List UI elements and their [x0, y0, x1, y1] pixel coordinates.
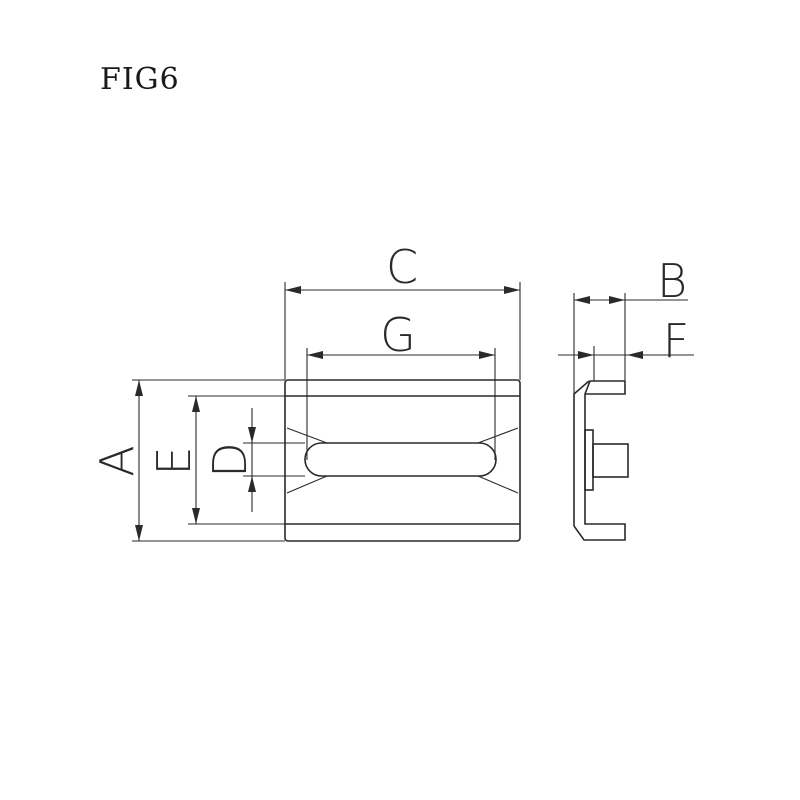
arrow-head — [285, 286, 301, 294]
dimension-label-b: B — [657, 254, 687, 308]
dimension-d: D — [203, 408, 305, 512]
dimension-label-c: C — [386, 240, 418, 294]
dimension-label-d: D — [203, 442, 257, 477]
chamfer-line — [477, 475, 519, 494]
arrow-head — [504, 286, 520, 294]
figure-title: FIG6 — [100, 62, 180, 97]
arrow-head — [609, 296, 625, 304]
slot-outline — [304, 442, 497, 477]
arrow-head — [479, 351, 495, 359]
arrow-head — [627, 351, 643, 359]
chamfer-line — [286, 475, 328, 494]
arrow-head — [574, 296, 590, 304]
arrow-head — [135, 525, 143, 541]
chamfer-line — [477, 427, 519, 444]
arrow-head — [248, 476, 256, 492]
dimension-label-e: E — [147, 446, 201, 475]
side-view — [573, 380, 629, 541]
arrow-head — [192, 396, 200, 412]
dimension-a: A — [90, 379, 285, 542]
dimension-f: F — [558, 314, 694, 381]
dimension-c: C — [284, 240, 521, 380]
profile-boss — [592, 443, 629, 478]
profile-web — [584, 429, 594, 491]
arrow-head — [192, 508, 200, 524]
arrow-head — [248, 427, 256, 443]
dimension-label-g: G — [380, 308, 416, 362]
arrow-head — [307, 351, 323, 359]
dimension-e: E — [147, 395, 285, 525]
front-view — [284, 379, 521, 542]
arrow-head — [135, 380, 143, 396]
arrow-head — [578, 351, 594, 359]
dimension-label-f: F — [663, 314, 689, 368]
dimension-label-a: A — [90, 445, 144, 476]
plate-outline — [284, 379, 521, 542]
profile-top-flange — [585, 381, 626, 395]
dimension-g: G — [306, 308, 496, 460]
profile-outline — [573, 380, 626, 541]
dimension-b: B — [573, 254, 688, 394]
